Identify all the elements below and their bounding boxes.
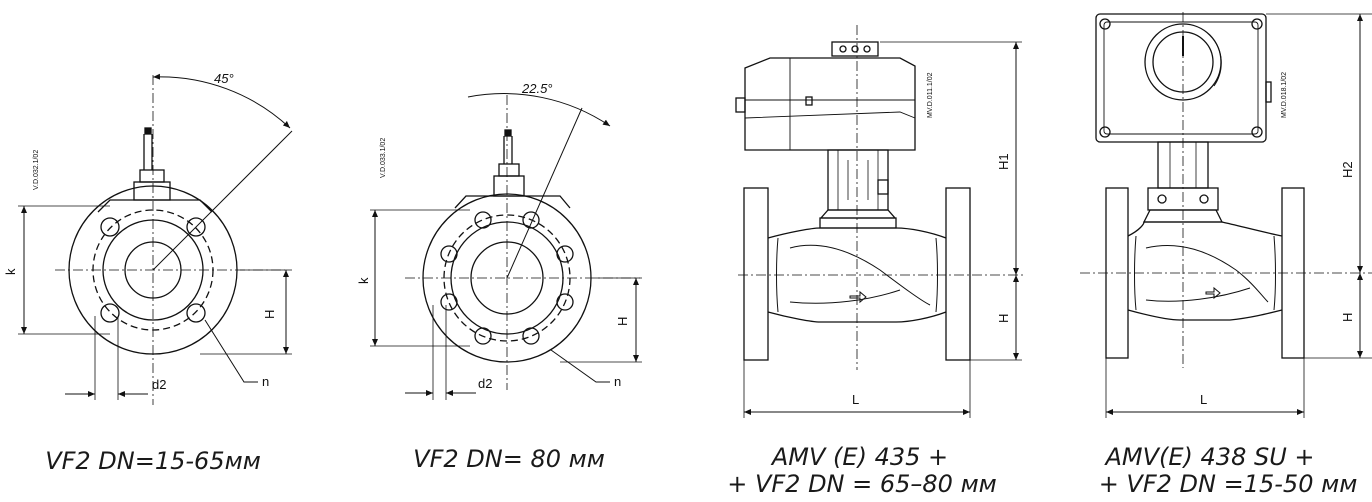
drawing-3-h: H (996, 314, 1011, 323)
drawing-2-h: H (615, 317, 630, 326)
drawing-1-h: H (262, 310, 277, 319)
drawing-4-labels: MV.D.018.1/02 H2 H L (1200, 72, 1355, 407)
caption-drawing-1: VF2 DN=15-65мм (45, 447, 261, 475)
drawing-1-d2: d2 (152, 377, 166, 392)
drawing-1-n: n (262, 374, 269, 389)
caption-drawing-3-line-1: AMV (E) 435 + (771, 443, 949, 471)
drawing-1-flange-dn15-65 (18, 73, 293, 405)
caption-drawing-4-line-2: + VF2 DN =15-50 мм (1098, 470, 1358, 498)
drawing-3-labels: MV.D.011.1/02 H1 H L (852, 72, 1011, 407)
drawing-4-amv438su-valve (1080, 12, 1372, 418)
caption-drawing-3-line-2: + VF2 DN = 65–80 мм (727, 470, 997, 498)
caption-drawing-2: VF2 DN= 80 мм (413, 445, 605, 473)
drawing-4-code: MV.D.018.1/02 (1281, 72, 1288, 118)
drawing-2-angle: 22.5° (521, 81, 553, 96)
drawing-4-l: L (1200, 392, 1207, 407)
drawing-3-code: MV.D.011.1/02 (927, 72, 934, 118)
drawing-2-flange-dn80 (370, 93, 642, 400)
drawing-1-labels: V.D.032.1/02 45° k H d2 n (3, 71, 277, 392)
drawing-3-amv435-valve (735, 25, 1025, 418)
drawing-3-l: L (852, 392, 859, 407)
drawing-1-k: k (3, 268, 18, 275)
drawing-1-code: V.D.032.1/02 (33, 150, 40, 190)
drawing-1-angle: 45° (214, 71, 234, 86)
drawing-2-k: k (356, 277, 371, 284)
drawing-4-h2: H2 (1340, 161, 1355, 178)
drawing-4-h: H (1340, 313, 1355, 322)
drawing-2-d2: d2 (478, 376, 492, 391)
drawing-2-n: n (614, 374, 621, 389)
drawing-3-h1: H1 (996, 153, 1011, 170)
drawing-2-code: V.D.033.1/02 (380, 138, 387, 178)
caption-drawing-4-line-1: AMV(E) 438 SU + (1105, 443, 1315, 471)
drawing-2-labels: V.D.033.1/02 22.5° k H d2 n (356, 81, 630, 391)
